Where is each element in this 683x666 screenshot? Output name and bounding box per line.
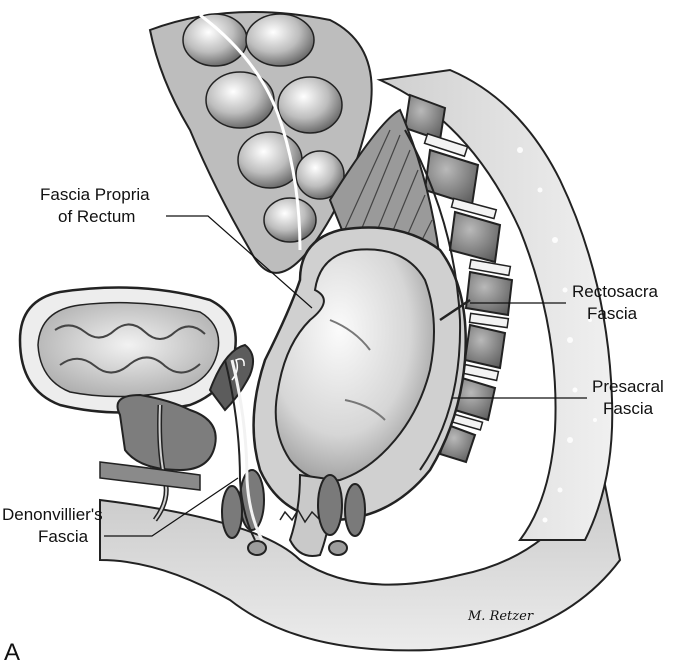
colon-taenia [199,13,302,251]
seminal-vesicle [208,343,255,412]
rectal-fold [329,319,386,421]
intervertebral-discs [423,132,512,431]
panel-letter: A [4,639,20,666]
colon-haustra [182,13,345,243]
sacrum-dots [517,147,597,523]
anal-verge [279,508,321,524]
penile-tissue [99,461,201,491]
presacral-fascia-layer [404,129,462,471]
bladder-lumen [37,301,220,398]
label-rectosacral-line2: Fascia [587,304,638,323]
label-denonvillier: Denonvillier's Fascia [2,477,239,546]
sacral-vertebrae [403,93,514,464]
prostate [116,393,217,472]
label-denonvillier-line1: Denonvillier's [2,505,103,524]
label-rectosacral: Rectosacra Fascia [470,282,659,323]
rectosacral-fascia-layer [439,298,471,322]
label-presacral: Presacral Fascia [452,377,664,418]
label-presacral-line2: Fascia [603,399,654,418]
label-fascia-propria-line2: of Rectum [58,207,135,226]
artist-signature: M. Retzer [467,609,534,624]
label-presacral-line1: Presacral [592,377,664,396]
label-fascia-propria-line1: Fascia Propria [40,185,150,204]
label-fascia-propria: Fascia Propria of Rectum [40,185,313,309]
bladder-rugae [54,323,206,374]
label-rectosacral-line1: Rectosacra [572,282,659,301]
rectum [274,248,435,482]
label-denonvillier-line2: Fascia [38,527,89,546]
denonvillier-fascia-layer [224,359,256,541]
sacrum [376,68,614,541]
